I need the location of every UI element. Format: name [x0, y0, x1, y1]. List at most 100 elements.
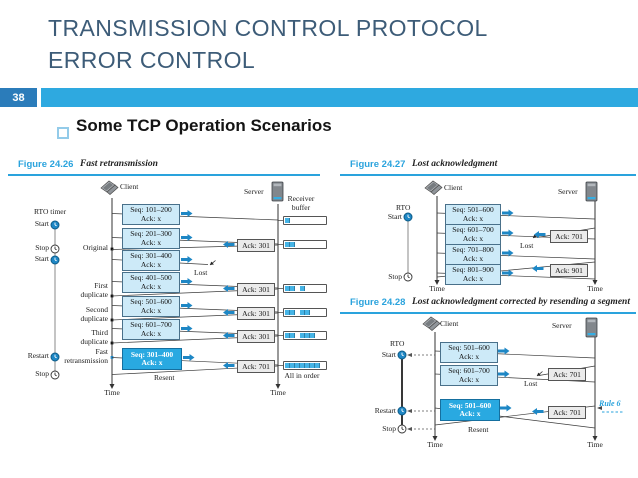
- segment-ack: Ack: x: [462, 233, 484, 243]
- buffer-cell-filled: [305, 310, 310, 315]
- segment-box: Seq: 601–700 Ack: x: [445, 224, 501, 245]
- caption-rule: [8, 174, 320, 176]
- segment-ack: Ack: x: [459, 409, 481, 418]
- slide-title: TRANSMISSION CONTROL PROTOCOL ERROR CONT…: [48, 12, 488, 76]
- buffer-cell-filled: [285, 286, 290, 291]
- figure-24-28: Figure 24.28 Lost acknowledgment correct…: [340, 296, 636, 466]
- bullet-square-icon: [57, 127, 69, 139]
- client-laptop-icon: [100, 180, 119, 195]
- segment-box-resent: Seq: 301–400 Ack: x: [122, 348, 182, 370]
- server-label: Server: [244, 187, 264, 196]
- ack-box: Ack: 901: [550, 264, 588, 277]
- timer-restart-label: Restart: [374, 406, 396, 415]
- ack-box: Ack: 301: [237, 239, 275, 252]
- ack-box: Ack: 301: [237, 283, 275, 296]
- buffer-cell-filled: [300, 310, 305, 315]
- segment-ack: Ack: x: [462, 213, 484, 223]
- figure-caption-number: Figure 24.28: [350, 297, 406, 308]
- figure-caption-text: Fast retransmission: [80, 159, 158, 169]
- slide-title-line1: TRANSMISSION CONTROL PROTOCOL: [48, 15, 488, 41]
- all-in-order-label: All in order: [284, 371, 320, 380]
- buffer-cell-filled: [290, 286, 295, 291]
- resent-label: Resent: [154, 373, 175, 382]
- segment-seq: Seq: 101–200: [130, 205, 172, 214]
- time-label: Time: [587, 284, 603, 293]
- segment-box: Seq: 501–600 Ack: x: [445, 204, 501, 225]
- figure-caption-number: Figure 24.27: [350, 159, 406, 170]
- buffer-cell-filled: [285, 333, 290, 338]
- figure-24-26: Figure 24.26 Fast retransmission: [8, 158, 327, 408]
- segment-box: Seq: 201–300 Ack: x: [122, 228, 180, 249]
- buffer-cell-filled: [305, 333, 310, 338]
- segment-ack: Ack: x: [140, 305, 162, 315]
- segment-box: Seq: 301–400 Ack: x: [122, 250, 180, 271]
- buffer-cell-filled: [300, 286, 305, 291]
- timer-restart-icon: [397, 406, 407, 416]
- bullet-text: Some TCP Operation Scenarios: [76, 116, 332, 135]
- rto-label: RTO: [396, 203, 411, 212]
- timer-start-icon: [50, 220, 60, 230]
- timer-start-icon: [397, 350, 407, 360]
- receiver-buffer-state: [283, 216, 327, 225]
- timer-start-label: Start: [387, 212, 402, 221]
- segment-seq: Seq: 801–900: [452, 265, 494, 274]
- receiver-buffer-label-line2: buffer: [291, 202, 311, 212]
- segment-box: Seq: 601–700 Ack: x: [122, 319, 180, 340]
- buffer-cell-filled: [315, 363, 320, 368]
- timer-start-icon: [50, 255, 60, 265]
- segment-seq: Seq: 501–600: [452, 205, 494, 214]
- page-number-badge: 38: [0, 88, 37, 107]
- timer-stop-label: Stop: [388, 272, 402, 281]
- rto-timer-label: RTO timer: [34, 207, 67, 216]
- time-label: Time: [587, 440, 603, 449]
- lost-label: Lost: [194, 268, 208, 277]
- row-label-line: duplicate: [80, 313, 109, 323]
- client-label: Client: [120, 182, 139, 191]
- segment-seq: Seq: 601–700: [130, 320, 172, 329]
- timer-start-icon: [403, 212, 413, 222]
- timer-stop-label: Stop: [382, 424, 396, 433]
- caption-rule: [340, 312, 636, 314]
- segment-box: Seq: 101–200 Ack: x: [122, 204, 180, 225]
- buffer-cell-filled: [285, 218, 290, 223]
- time-label: Time: [270, 388, 286, 397]
- ack-box: Ack: 301: [237, 330, 275, 343]
- row-label-second-duplicate: Second duplicate: [42, 305, 109, 323]
- buffer-cell-filled: [290, 242, 295, 247]
- ack-arrow-icon: [532, 265, 544, 272]
- figure-caption-text: Lost acknowledgment corrected by resendi…: [412, 297, 630, 307]
- buffer-cell-filled: [285, 242, 290, 247]
- client-label: Client: [440, 319, 459, 328]
- receiver-buffer-state: [283, 331, 327, 340]
- segment-ack: Ack: x: [462, 273, 484, 283]
- buffer-cell-filled: [300, 363, 305, 368]
- server-label: Server: [558, 187, 578, 196]
- row-label-line: retransmission: [64, 355, 108, 365]
- timer-stop-icon: [50, 244, 60, 254]
- buffer-cell-filled: [285, 363, 290, 368]
- client-laptop-icon: [422, 316, 441, 331]
- row-label-fast-retransmission: Fast retransmission: [40, 347, 108, 365]
- receiver-buffer-state: [283, 361, 327, 370]
- segment-box: Seq: 701–800 Ack: x: [445, 244, 501, 265]
- buffer-cell-filled: [290, 363, 295, 368]
- segment-seq: Seq: 501–600: [448, 343, 490, 352]
- figure-24-27: Figure 24.27 Lost acknowledgment: [340, 158, 636, 294]
- receiver-buffer-state: [283, 240, 327, 249]
- buffer-cell-filled: [290, 310, 295, 315]
- server-label: Server: [552, 321, 572, 330]
- segment-ack: Ack: x: [140, 237, 162, 247]
- ack-arrow-icon: [532, 408, 544, 415]
- timer-stop-icon: [397, 424, 407, 434]
- row-label-line: duplicate: [80, 289, 109, 299]
- buffer-cell-filled: [285, 310, 290, 315]
- send-arrow-icon: [181, 256, 193, 263]
- segment-seq: Seq: 601–700: [452, 225, 494, 234]
- segment-box: Seq: 601–700 Ack: x: [440, 365, 498, 386]
- receiver-buffer-state: [283, 308, 327, 317]
- buffer-cell-filled: [295, 363, 300, 368]
- segment-box: Seq: 501–600 Ack: x: [440, 342, 498, 363]
- segment-box: Seq: 801–900 Ack: x: [445, 264, 501, 285]
- segment-ack: Ack: x: [458, 374, 480, 384]
- accent-bar: [41, 88, 638, 107]
